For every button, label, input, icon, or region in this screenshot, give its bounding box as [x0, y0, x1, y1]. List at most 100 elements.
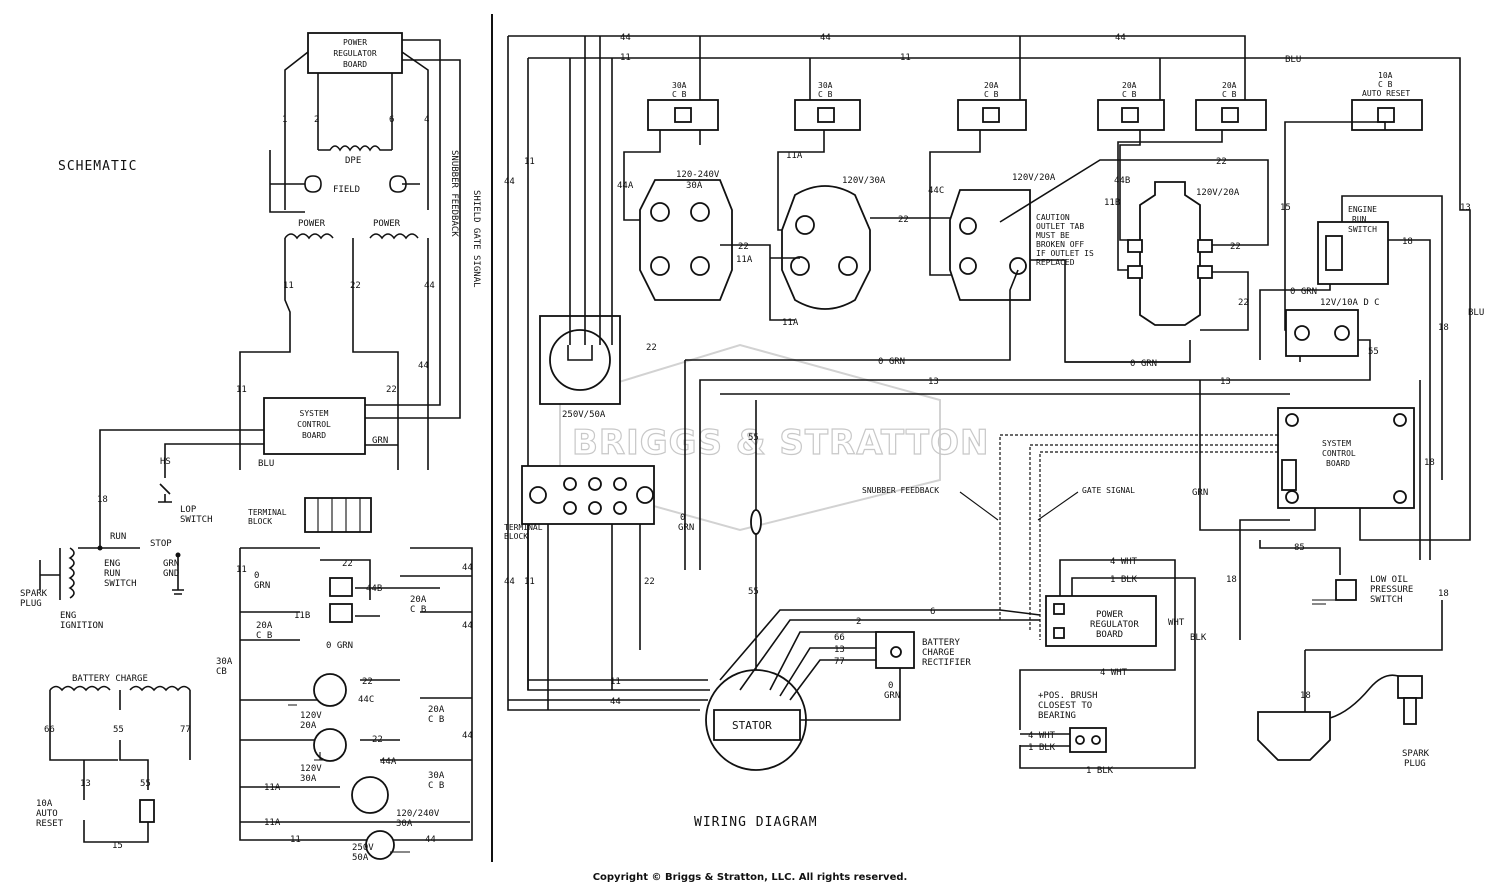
svg-text:30A: 30A: [300, 774, 317, 784]
dc-outlet-12v-10a: 12V/10A D C: [1285, 298, 1380, 357]
svg-text:20A: 20A: [300, 721, 317, 731]
svg-text:SNUBBER FEEDBACK: SNUBBER FEEDBACK: [449, 150, 459, 237]
svg-text:IF OUTLET IS: IF OUTLET IS: [1036, 249, 1094, 258]
svg-text:22: 22: [644, 577, 655, 587]
svg-text:20A: 20A: [1122, 81, 1137, 90]
svg-text:4 WHT: 4 WHT: [1100, 668, 1128, 678]
svg-text:22: 22: [646, 343, 657, 353]
svg-text:DPE: DPE: [345, 156, 361, 166]
svg-text:HS: HS: [160, 457, 171, 467]
svg-text:FIELD: FIELD: [333, 185, 360, 195]
svg-text:30A: 30A: [396, 819, 413, 829]
svg-text:1: 1: [282, 115, 287, 125]
svg-text:SWITCH: SWITCH: [1370, 595, 1403, 605]
svg-text:2: 2: [314, 115, 319, 125]
svg-text:LOW OIL: LOW OIL: [1370, 575, 1408, 585]
svg-text:13: 13: [834, 645, 845, 655]
svg-text:22: 22: [372, 735, 383, 745]
svg-text:18: 18: [1438, 589, 1449, 599]
caution-note: CAUTION OUTLET TAB MUST BE BROKEN OFF IF…: [1036, 213, 1094, 267]
svg-text:1 BLK: 1 BLK: [1086, 766, 1114, 776]
svg-text:44: 44: [504, 177, 515, 187]
svg-text:18: 18: [1402, 237, 1413, 247]
svg-text:SPARK: SPARK: [1402, 749, 1430, 759]
svg-text:PRESSURE: PRESSURE: [1370, 585, 1413, 595]
svg-text:RUN: RUN: [110, 532, 126, 542]
svg-text:18: 18: [1226, 575, 1237, 585]
svg-text:13: 13: [1220, 377, 1231, 387]
schematic-terminal-block: [304, 497, 372, 533]
svg-text:44: 44: [462, 621, 473, 631]
svg-text:POWER: POWER: [298, 219, 326, 229]
svg-text:BLK: BLK: [1190, 633, 1207, 643]
svg-text:18: 18: [97, 495, 108, 505]
svg-text:MUST BE: MUST BE: [1036, 231, 1070, 240]
svg-text:44: 44: [418, 361, 429, 371]
svg-text:0 GRN: 0 GRN: [1290, 287, 1317, 297]
schematic-title: SCHEMATIC: [58, 159, 137, 174]
svg-text:SWITCH: SWITCH: [1348, 225, 1377, 234]
svg-text:BLU: BLU: [1468, 308, 1484, 318]
svg-text:30A: 30A: [686, 181, 703, 191]
svg-text:11: 11: [524, 157, 535, 167]
schematic-system-control-board: [263, 397, 366, 455]
svg-text:11B: 11B: [294, 611, 310, 621]
brush-assembly: +POS. BRUSH CLOSEST TO BEARING: [1038, 691, 1107, 753]
svg-text:44: 44: [620, 33, 631, 43]
svg-text:C B: C B: [428, 715, 444, 725]
svg-text:BEARING: BEARING: [1038, 711, 1076, 721]
svg-text:11: 11: [290, 835, 301, 845]
breaker-20a-3: 20A C B: [1195, 81, 1267, 131]
svg-text:SYSTEM: SYSTEM: [300, 409, 329, 418]
svg-text:C B: C B: [1122, 90, 1137, 99]
svg-text:2: 2: [856, 617, 861, 627]
schematic: SCHEMATIC POWER REGULATOR BOARD 1 2 6 4 …: [20, 32, 481, 863]
svg-text:POWER: POWER: [373, 219, 401, 229]
schematic-receptacle-120v-30a: [313, 728, 347, 762]
svg-text:BOARD: BOARD: [1326, 459, 1350, 468]
svg-text:REPLACED: REPLACED: [1036, 258, 1075, 267]
svg-text:44: 44: [1115, 33, 1126, 43]
svg-text:BLOCK: BLOCK: [248, 517, 272, 526]
svg-text:44B: 44B: [366, 584, 382, 594]
svg-text:GATE SIGNAL: GATE SIGNAL: [1082, 486, 1135, 495]
svg-text:30A: 30A: [428, 771, 445, 781]
svg-text:44: 44: [462, 563, 473, 573]
svg-text:REGULATOR: REGULATOR: [1090, 620, 1139, 630]
svg-text:TERMINAL: TERMINAL: [504, 523, 543, 532]
svg-text:11: 11: [620, 53, 631, 63]
svg-text:CB: CB: [216, 667, 227, 677]
svg-text:CONTROL: CONTROL: [297, 420, 331, 429]
svg-text:POWER: POWER: [343, 38, 367, 47]
svg-text:120V: 120V: [300, 711, 322, 721]
svg-text:22: 22: [898, 215, 909, 225]
svg-text:STATOR: STATOR: [732, 719, 772, 732]
svg-text:20A: 20A: [984, 81, 999, 90]
svg-text:22: 22: [738, 242, 749, 252]
svg-text:GRN: GRN: [163, 559, 179, 569]
schematic-receptacle-250v: [365, 830, 395, 860]
svg-text:6: 6: [389, 115, 394, 125]
svg-text:SHIELD GATE SIGNAL: SHIELD GATE SIGNAL: [471, 190, 481, 288]
svg-text:11: 11: [283, 281, 294, 291]
outlet-250v-50a: 250V/50A: [539, 315, 621, 420]
svg-text:77: 77: [834, 657, 845, 667]
svg-text:BOARD: BOARD: [343, 60, 367, 69]
power-regulator-board: POWER REGULATOR BOARD: [1045, 595, 1157, 647]
svg-text:POWER: POWER: [1096, 610, 1124, 620]
svg-text:44: 44: [462, 731, 473, 741]
svg-text:BOARD: BOARD: [1096, 630, 1123, 640]
svg-text:1 BLK: 1 BLK: [1110, 575, 1138, 585]
low-oil-pressure-switch: LOW OIL PRESSURE SWITCH: [1312, 575, 1413, 605]
svg-text:GRN: GRN: [1192, 488, 1208, 498]
breaker-20a-1: 20A C B: [957, 81, 1027, 131]
svg-text:22: 22: [1230, 242, 1241, 252]
svg-text:PLUG: PLUG: [1404, 759, 1426, 769]
svg-text:WHT: WHT: [1168, 618, 1185, 628]
svg-text:30A: 30A: [672, 81, 687, 90]
svg-text:C B: C B: [672, 90, 687, 99]
svg-text:10A: 10A: [36, 799, 53, 809]
svg-text:GRN: GRN: [678, 523, 694, 533]
svg-text:11: 11: [610, 677, 621, 687]
svg-text:BATTERY CHARGE: BATTERY CHARGE: [72, 674, 148, 684]
